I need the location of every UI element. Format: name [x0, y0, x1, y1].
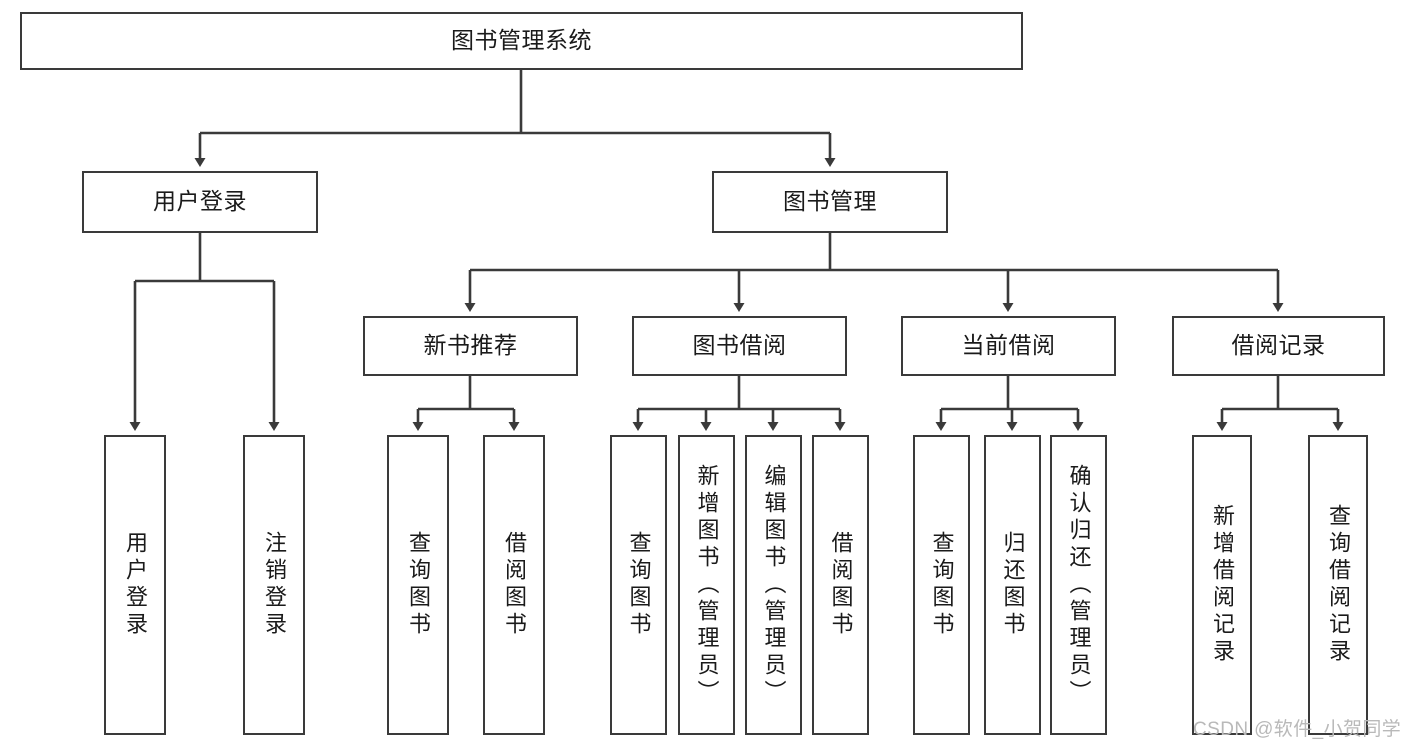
node-user-login[interactable]: 用户登录 — [82, 171, 318, 233]
node-leaf-query-book-3[interactable]: 查询图书 — [913, 435, 970, 735]
node-root-label: 图书管理系统 — [451, 27, 592, 54]
node-user-login-label: 用户登录 — [153, 188, 247, 215]
node-leaf-add-borrow-record[interactable]: 新增借阅记录 — [1192, 435, 1252, 735]
node-borrow-record[interactable]: 借阅记录 — [1172, 316, 1385, 376]
node-leaf-borrow-book-2-label: 借阅图书 — [828, 531, 854, 639]
node-leaf-add-borrow-record-label: 新增借阅记录 — [1210, 504, 1235, 666]
node-root[interactable]: 图书管理系统 — [20, 12, 1023, 70]
node-leaf-user-login[interactable]: 用户登录 — [104, 435, 166, 735]
node-leaf-query-book-2-label: 查询图书 — [626, 531, 652, 639]
node-new-book-recommend-label: 新书推荐 — [423, 332, 518, 359]
node-leaf-borrow-book-2[interactable]: 借阅图书 — [812, 435, 869, 735]
node-leaf-confirm-return-admin-label: 确认归还（管理员） — [1066, 463, 1092, 707]
node-leaf-query-book-2[interactable]: 查询图书 — [610, 435, 667, 735]
node-leaf-query-book-3-label: 查询图书 — [929, 531, 955, 639]
node-leaf-confirm-return-admin[interactable]: 确认归还（管理员） — [1050, 435, 1107, 735]
node-leaf-edit-book-admin[interactable]: 编辑图书（管理员） — [745, 435, 802, 735]
node-leaf-logout-label: 注销登录 — [262, 531, 287, 639]
node-leaf-user-login-label: 用户登录 — [123, 531, 148, 639]
node-book-borrow-label: 图书借阅 — [692, 332, 787, 359]
node-leaf-edit-book-admin-label: 编辑图书（管理员） — [761, 463, 787, 707]
node-leaf-add-book-admin-label: 新增图书（管理员） — [694, 463, 720, 707]
node-book-management[interactable]: 图书管理 — [712, 171, 948, 233]
node-leaf-query-book-1-label: 查询图书 — [406, 531, 431, 639]
csdn-watermark: CSDN @软件_小贺同学 — [1193, 719, 1402, 740]
node-book-borrow[interactable]: 图书借阅 — [632, 316, 847, 376]
node-current-borrow-label: 当前借阅 — [961, 332, 1056, 359]
node-borrow-record-label: 借阅记录 — [1231, 332, 1326, 359]
node-leaf-add-book-admin[interactable]: 新增图书（管理员） — [678, 435, 735, 735]
node-new-book-recommend[interactable]: 新书推荐 — [363, 316, 578, 376]
node-leaf-logout[interactable]: 注销登录 — [243, 435, 305, 735]
node-current-borrow[interactable]: 当前借阅 — [901, 316, 1116, 376]
node-leaf-query-book-1[interactable]: 查询图书 — [387, 435, 449, 735]
node-leaf-query-borrow-record-label: 查询借阅记录 — [1326, 504, 1351, 666]
node-leaf-borrow-book-1-label: 借阅图书 — [502, 531, 527, 639]
node-leaf-return-book[interactable]: 归还图书 — [984, 435, 1041, 735]
node-leaf-return-book-label: 归还图书 — [1000, 531, 1026, 639]
node-leaf-borrow-book-1[interactable]: 借阅图书 — [483, 435, 545, 735]
node-book-management-label: 图书管理 — [783, 188, 877, 215]
node-leaf-query-borrow-record[interactable]: 查询借阅记录 — [1308, 435, 1368, 735]
